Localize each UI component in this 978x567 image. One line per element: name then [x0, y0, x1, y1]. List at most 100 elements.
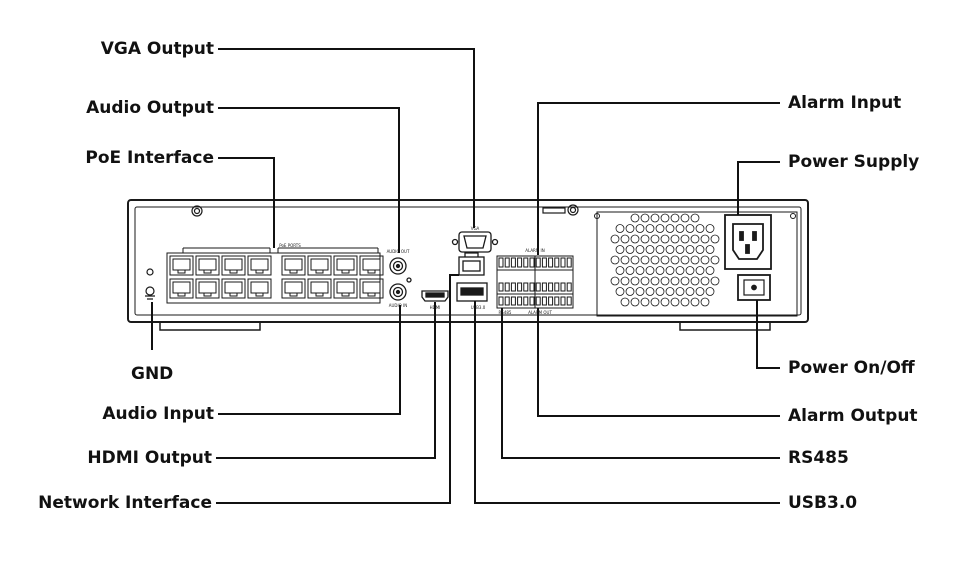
- grille-hole: [705, 224, 715, 233]
- usb-port: [456, 282, 488, 302]
- grille-hole: [620, 255, 630, 265]
- grille-hole: [635, 266, 645, 275]
- poe-interface-callout: PoE Interface: [85, 148, 214, 168]
- vga-output-callout: VGA Output: [100, 39, 214, 59]
- terminal-pin-icon: [510, 282, 516, 292]
- fan-grille-holes: [610, 213, 720, 307]
- terminal-pin-icon: [560, 257, 566, 268]
- grille-hole: [680, 234, 690, 244]
- terminal-pin-icon: [498, 282, 504, 292]
- grille-hole: [690, 276, 700, 286]
- power-switch: [737, 274, 771, 301]
- terminal-pin-icon: [566, 282, 572, 292]
- grille-hole: [690, 213, 700, 223]
- rj45-port-icon: [333, 255, 358, 276]
- grille-hole: [675, 266, 685, 275]
- grille-hole: [630, 276, 640, 286]
- grille-hole: [615, 266, 625, 275]
- gnd-terminal-icon: [145, 268, 155, 300]
- rs485-callout: RS485: [788, 448, 849, 468]
- grille-hole: [640, 297, 650, 307]
- grille-hole: [705, 287, 715, 296]
- grille-hole: [690, 297, 700, 307]
- terminal-pin-icon: [554, 296, 560, 306]
- usb-label: USB3.0: [471, 305, 486, 310]
- screw-icon: [191, 204, 579, 217]
- grille-hole: [635, 245, 645, 254]
- leader-poe: [218, 157, 275, 248]
- rj45-port-icon: [281, 278, 306, 299]
- grille-hole: [645, 287, 655, 296]
- grille-hole: [645, 245, 655, 254]
- hdmi-port: [421, 290, 449, 302]
- grille-hole: [685, 245, 695, 254]
- alarm-terminal-block: [496, 255, 574, 309]
- grille-hole: [660, 297, 670, 307]
- poe-ports-block: [166, 247, 381, 304]
- terminal-pin-icon: [548, 282, 554, 292]
- power-inlet: [724, 214, 772, 270]
- rj45-port-icon: [307, 255, 332, 276]
- grille-hole: [680, 276, 690, 286]
- leader-alarm-out: [537, 308, 780, 417]
- grille-hole: [675, 224, 685, 233]
- grille-hole: [625, 287, 635, 296]
- grille-hole: [615, 287, 625, 296]
- grille-hole: [705, 245, 715, 254]
- grille-hole: [710, 276, 720, 286]
- terminal-pin-icon: [535, 296, 541, 306]
- grille-hole: [665, 224, 675, 233]
- terminal-pin-icon: [535, 257, 541, 268]
- grille-hole: [620, 297, 630, 307]
- alarm-in-label: ALARM IN: [525, 248, 544, 253]
- power-supply-callout: Power Supply: [788, 152, 920, 172]
- rj45-port-icon: [195, 255, 220, 276]
- grille-hole: [685, 266, 695, 275]
- grille-hole: [655, 287, 665, 296]
- rj45-port-icon: [169, 255, 194, 276]
- grille-hole: [650, 255, 660, 265]
- network-interface-callout: Network Interface: [38, 493, 212, 513]
- grille-hole: [670, 213, 680, 223]
- grille-hole: [675, 245, 685, 254]
- grille-hole: [660, 234, 670, 244]
- network-port: [458, 252, 485, 276]
- terminal-pin-icon: [523, 257, 529, 268]
- grille-hole: [650, 297, 660, 307]
- terminal-pin-icon: [523, 282, 529, 292]
- power-on-off-callout: Power On/Off: [788, 358, 915, 378]
- terminal-pin-icon: [529, 296, 535, 306]
- grille-hole: [640, 213, 650, 223]
- chassis: [127, 199, 809, 331]
- grille-hole: [680, 297, 690, 307]
- grille-hole: [660, 255, 670, 265]
- terminal-pin-icon: [504, 257, 510, 268]
- leader-audio-out: [218, 107, 400, 253]
- terminal-pin-icon: [566, 257, 572, 268]
- grille-hole: [645, 266, 655, 275]
- terminal-pin-icon: [560, 296, 566, 306]
- rj45-port-icon: [247, 255, 272, 276]
- terminal-pin-icon: [554, 282, 560, 292]
- usb30-callout: USB3.0: [788, 493, 858, 513]
- grille-hole: [655, 224, 665, 233]
- terminal-pin-icon: [517, 282, 523, 292]
- rj45-port-icon: [307, 278, 332, 299]
- grille-hole: [710, 234, 720, 244]
- terminal-pin-icon: [504, 296, 510, 306]
- grille-hole: [630, 255, 640, 265]
- grille-hole: [615, 224, 625, 233]
- grille-hole: [705, 266, 715, 275]
- leader-hdmi: [216, 302, 436, 459]
- grille-hole: [630, 234, 640, 244]
- grille-hole: [620, 234, 630, 244]
- grille-hole: [660, 213, 670, 223]
- grille-hole: [710, 255, 720, 265]
- grille-hole: [665, 245, 675, 254]
- grille-hole: [610, 255, 620, 265]
- terminal-pin-icon: [548, 257, 554, 268]
- grille-hole: [630, 213, 640, 223]
- vga-label: VGA: [471, 226, 480, 231]
- leader-audio-in: [218, 305, 401, 415]
- terminal-pin-icon: [529, 257, 535, 268]
